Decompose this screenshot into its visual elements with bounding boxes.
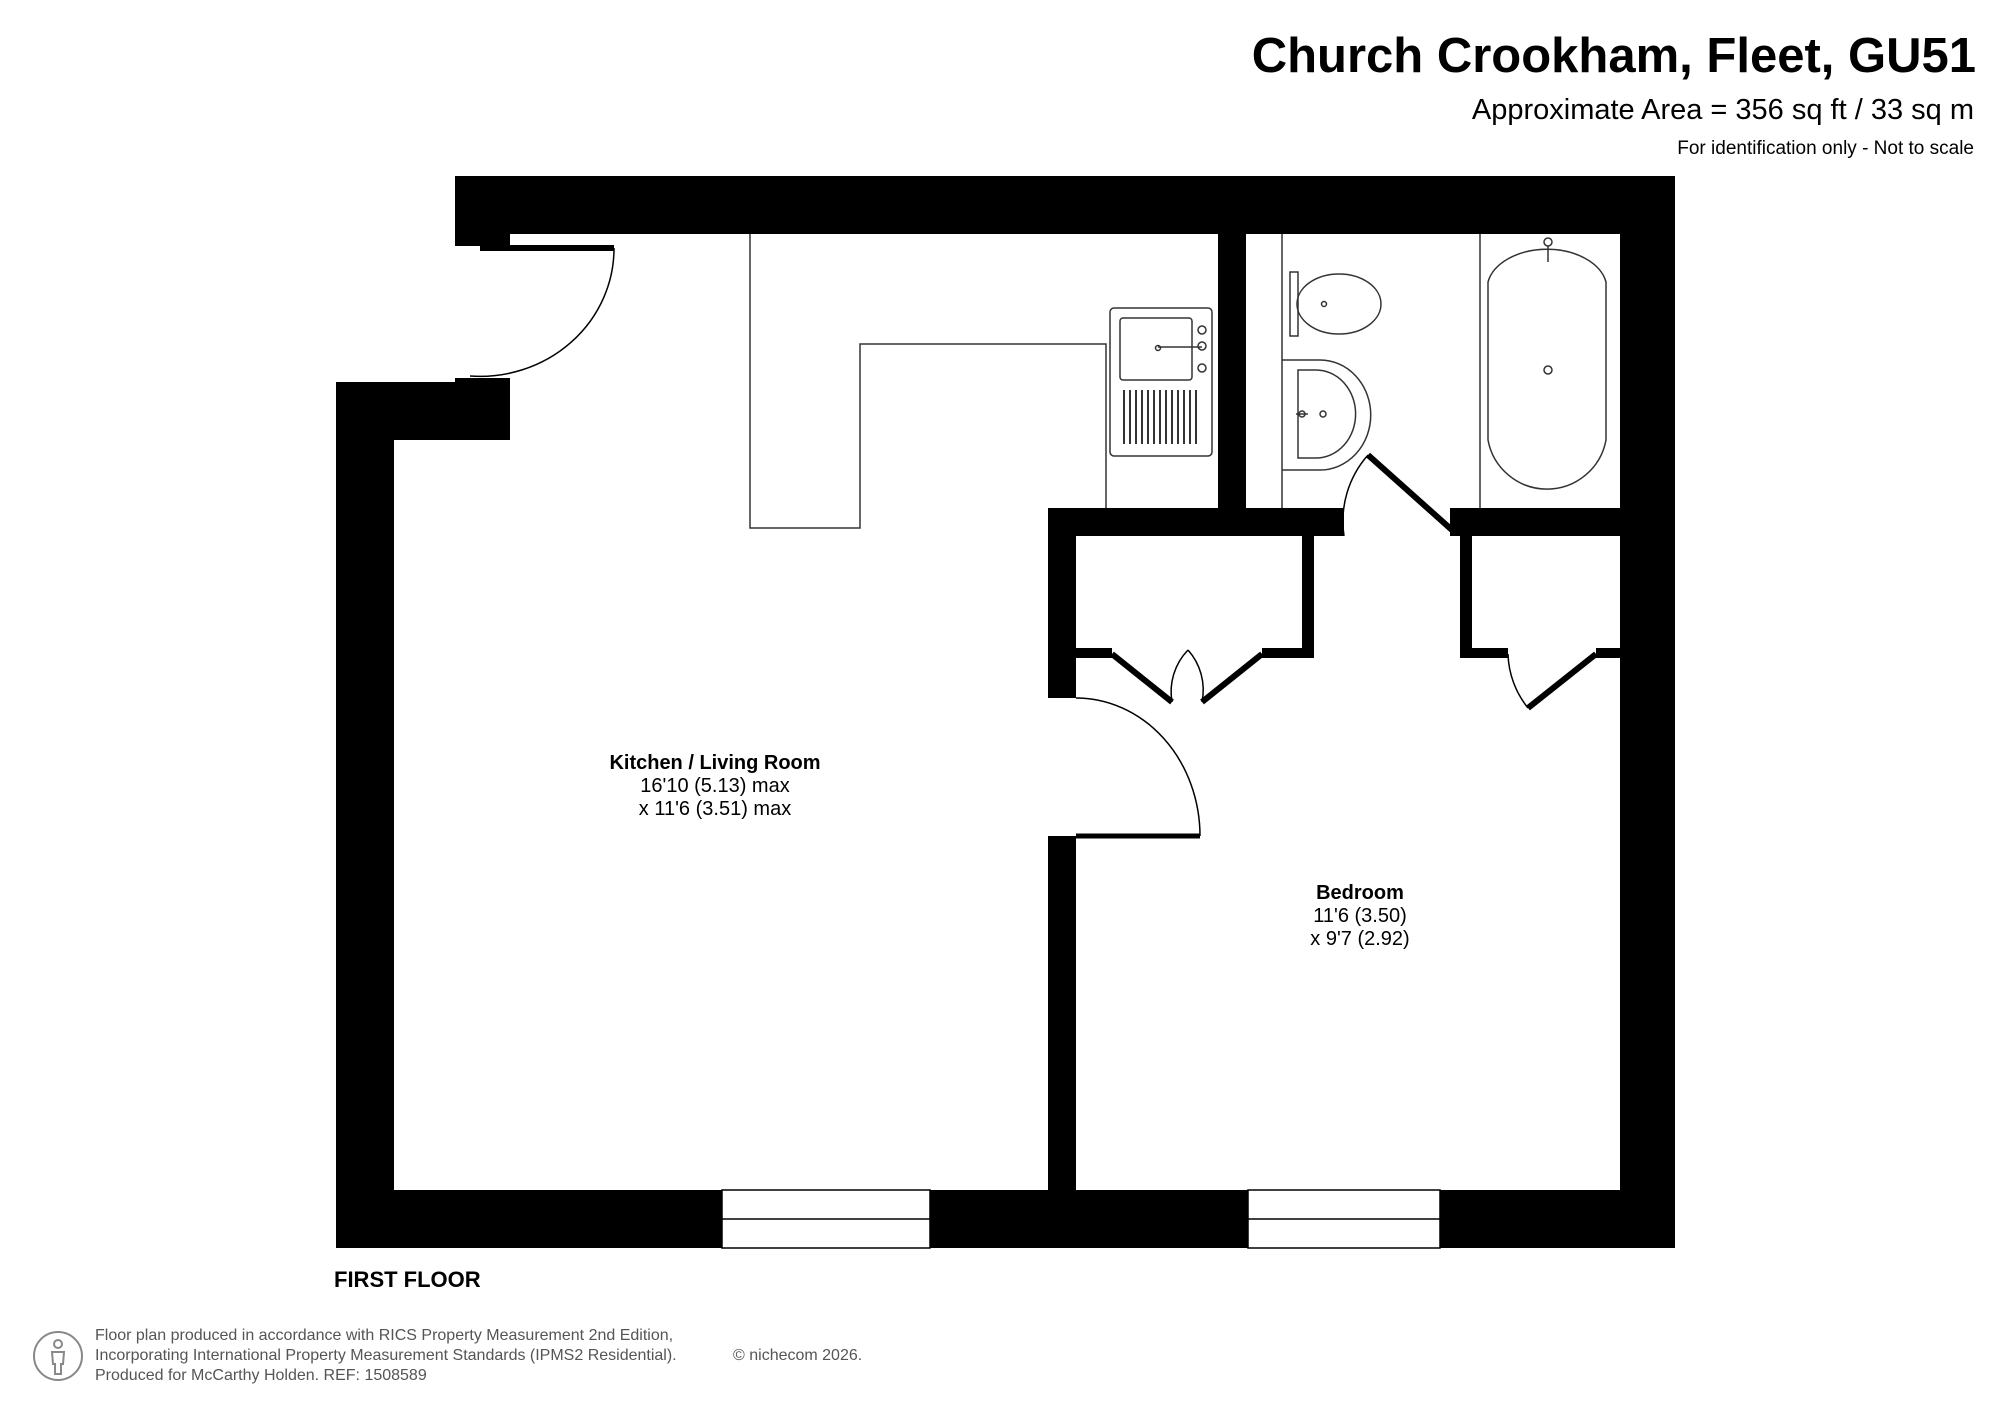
room-label-bedroom: Bedroom 11'6 (3.50) x 9'7 (2.92) (1220, 882, 1500, 951)
door-cupboard-right-leaf (1526, 651, 1598, 711)
wash-basin (1282, 359, 1372, 471)
room-name-bedroom: Bedroom (1316, 882, 1404, 904)
kitchen-counter (749, 234, 1107, 529)
wall-cupboard-left-jamb-a (1076, 648, 1112, 658)
wall-right (1620, 176, 1675, 1248)
wall-kitchen-bedroom-upper (1048, 508, 1076, 698)
wall-bedroom-top-right (1450, 508, 1625, 536)
door-cupboard-left-a (1110, 651, 1174, 705)
wall-bedroom-top-left (1048, 508, 1344, 536)
wall-cupboard-left-jamb-b (1262, 648, 1314, 658)
walls (336, 176, 1675, 1248)
wall-left (336, 382, 394, 1248)
wall-cupboard-right-side (1460, 536, 1472, 658)
doors (469, 245, 1598, 839)
room-dimension-kitchen-1: 16'10 (5.13) max (640, 775, 790, 797)
wall-bottom-left (336, 1190, 722, 1248)
room-label-kitchen: Kitchen / Living Room 16'10 (5.13) max x… (560, 752, 870, 821)
page-title: Church Crookham, Fleet, GU51 (1251, 29, 1976, 83)
bathroom-fixtures (1281, 234, 1607, 508)
wall-kitchen-bathroom (1218, 234, 1246, 508)
wall-top (455, 176, 1675, 234)
footer-line-3: Produced for McCarthy Holden. REF: 15085… (95, 1367, 427, 1384)
footer-credits: Floor plan produced in accordance with R… (95, 1326, 862, 1386)
wall-cupboard-right-jamb-b (1596, 648, 1620, 658)
bathtub (1487, 237, 1607, 490)
door-bedroom-swing (1075, 697, 1201, 837)
door-cupboard-left-b (1200, 651, 1264, 705)
door-bathroom-leaf (1366, 452, 1454, 533)
windows (721, 1189, 1441, 1249)
person-outline-icon (33, 1331, 83, 1381)
wall-entrance-stub-top (455, 234, 510, 246)
footer-line-1: Floor plan produced in accordance with R… (95, 1327, 674, 1344)
kitchen-fixtures (749, 234, 1213, 529)
identification-note: For identification only - Not to scale (1677, 138, 1974, 159)
room-dimension-bedroom-2: x 9'7 (2.92) (1310, 928, 1410, 950)
wall-cupboard-left-side (1302, 536, 1314, 658)
wall-bottom-middle (930, 1190, 1248, 1248)
footer-copyright: © nichecom 2026. (733, 1347, 863, 1364)
room-dimension-bedroom-1: 11'6 (3.50) (1313, 905, 1407, 927)
approximate-area: Approximate Area = 356 sq ft / 33 sq m (1471, 94, 1974, 126)
footer-line-2: Incorporating International Property Mea… (95, 1347, 677, 1364)
kitchen-sink-basin (1119, 317, 1193, 381)
room-dimension-kitchen-2: x 11'6 (3.51) max (638, 798, 792, 820)
wall-cupboard-right-jamb-a (1460, 648, 1508, 658)
door-bathroom-swing (1342, 454, 1369, 537)
wall-kitchen-bedroom-lower (1048, 836, 1076, 1190)
kitchen-drainer (1123, 390, 1197, 444)
kitchen-sink-unit (1109, 307, 1213, 457)
door-entrance-swing (469, 247, 615, 378)
toilet (1289, 271, 1382, 337)
room-name-kitchen: Kitchen / Living Room (609, 752, 821, 774)
floor-label: FIRST FLOOR (334, 1267, 481, 1292)
